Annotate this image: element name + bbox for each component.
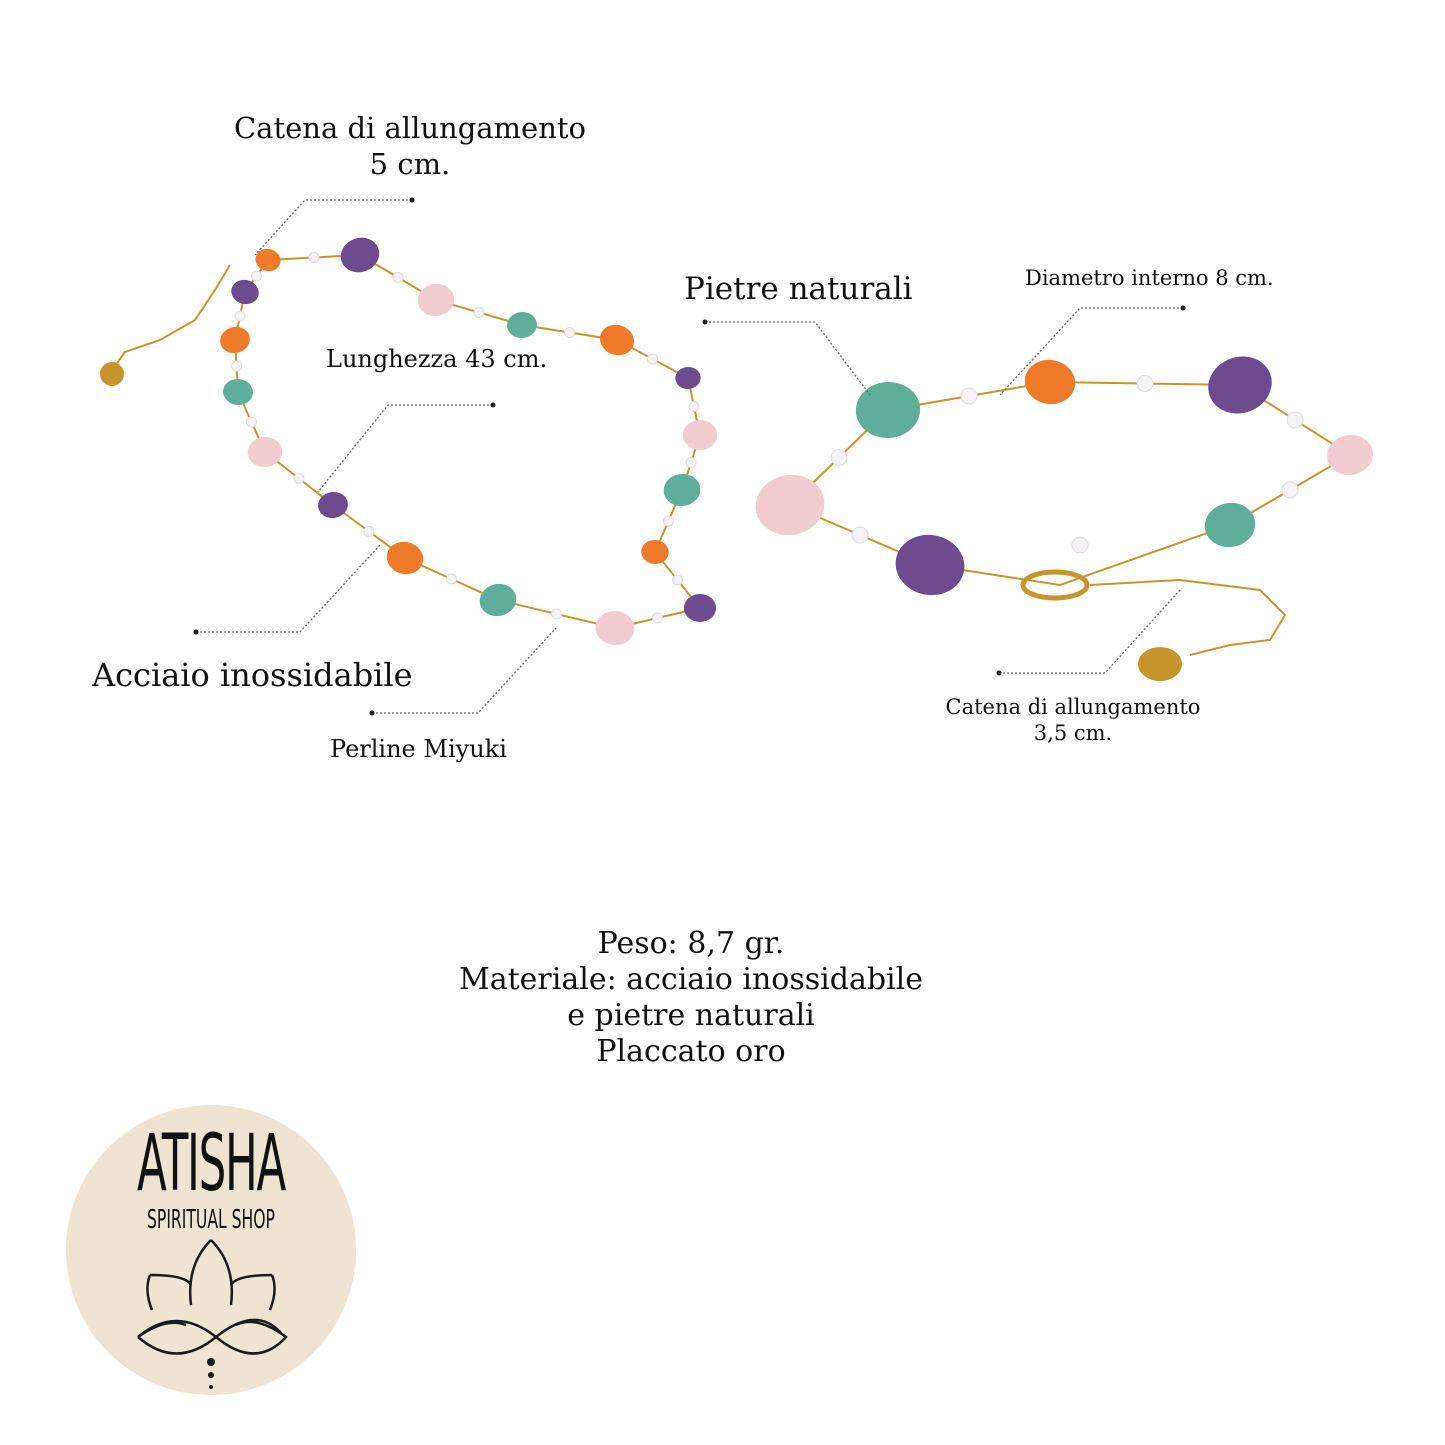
chain	[111, 264, 231, 371]
leader-dot	[702, 319, 708, 325]
stone-orange	[386, 541, 424, 575]
pearl	[672, 574, 683, 586]
stone-orange	[1024, 359, 1076, 405]
pearl	[830, 449, 848, 466]
pearl	[246, 416, 257, 428]
pearl	[1286, 411, 1304, 429]
pearl	[363, 526, 375, 537]
atisha-logo: ATISHA SPIRITUAL SHOP	[66, 1105, 356, 1395]
stone-teal	[507, 311, 537, 339]
leader-dot	[1180, 305, 1186, 311]
stone-pink	[247, 436, 283, 468]
pearl	[647, 353, 658, 365]
pearl	[960, 387, 978, 405]
chain	[1089, 578, 1287, 656]
stone-purple	[895, 534, 965, 596]
stone-purple	[1208, 356, 1272, 414]
leader-dot	[409, 197, 415, 203]
stone-orange	[255, 248, 281, 272]
stone-pink	[755, 474, 825, 536]
stone-purple	[683, 594, 717, 622]
chain	[233, 253, 702, 630]
pearl	[564, 327, 575, 338]
stone-teal	[223, 378, 253, 406]
pearl	[473, 307, 485, 318]
leader-line	[999, 589, 1181, 674]
stone-pink	[595, 610, 635, 646]
pearl	[231, 360, 242, 372]
necklace-material: Acciaio inossidabile	[92, 656, 413, 694]
bracelet-tag	[1138, 647, 1182, 681]
stone-teal	[1204, 502, 1256, 548]
bracelet-extension-value: 3,5 cm.	[1033, 721, 1113, 745]
spec-material: Materiale: acciaio inossidabile	[459, 962, 923, 997]
leader-line	[372, 627, 557, 714]
stone-teal	[855, 381, 921, 439]
pearl	[851, 526, 869, 544]
spec-weight: Peso: 8,7 gr.	[597, 926, 785, 961]
leader-dot	[193, 629, 199, 635]
stone-teal	[663, 473, 701, 507]
necklace-beads: Perline Miyuki	[330, 735, 507, 763]
clasp	[1020, 569, 1090, 601]
leader-dot	[490, 402, 496, 408]
leader-dot	[996, 670, 1002, 676]
pearl	[392, 272, 404, 283]
pearl	[293, 473, 305, 484]
logo-title: ATISHA	[136, 1119, 286, 1209]
leader-line	[317, 404, 493, 493]
necklace-extension-value: 5 cm.	[369, 147, 451, 181]
stone-purple	[318, 491, 348, 519]
pearl	[251, 270, 262, 282]
pearl	[234, 310, 246, 322]
leader-line	[999, 307, 1183, 396]
pearl	[1281, 481, 1299, 499]
leader-dot	[369, 710, 375, 716]
spec-plating: Placcato oro	[596, 1034, 786, 1069]
pearl	[685, 457, 697, 468]
pearl	[1136, 375, 1154, 392]
bracelet-stones: Pietre naturali	[684, 271, 913, 307]
stone-pink	[417, 283, 455, 317]
logo-subtitle: SPIRITUAL SHOP	[147, 1205, 275, 1235]
leader-line	[196, 544, 381, 633]
pearl	[551, 608, 562, 620]
pearl	[663, 515, 674, 527]
pearl	[446, 573, 457, 585]
necklace-length: Lunghezza 43 cm.	[326, 345, 548, 373]
pearl	[652, 612, 663, 624]
spec-material-cont: e pietre naturali	[567, 998, 815, 1033]
bracelet-extension-label: Catena di allungamento	[945, 695, 1201, 719]
lotus-icon	[137, 1239, 288, 1389]
necklace-extension-label: Catena di allungamento	[233, 111, 587, 145]
necklace-tag	[100, 362, 124, 386]
stone-pink	[1327, 434, 1373, 476]
pearl	[1071, 536, 1089, 554]
stone-orange	[641, 539, 669, 565]
pearl	[308, 252, 320, 263]
stone-purple	[231, 279, 259, 305]
stone-purple	[340, 237, 380, 273]
stone-orange	[599, 324, 635, 356]
leader-line	[254, 199, 412, 256]
stone-purple	[675, 366, 701, 390]
leader-line	[705, 321, 871, 396]
stone-orange	[220, 326, 250, 354]
bracelet-diameter: Diametro interno 8 cm.	[1025, 266, 1274, 290]
pearl	[688, 401, 700, 412]
stone-teal	[479, 583, 517, 617]
stone-pink	[682, 420, 718, 450]
